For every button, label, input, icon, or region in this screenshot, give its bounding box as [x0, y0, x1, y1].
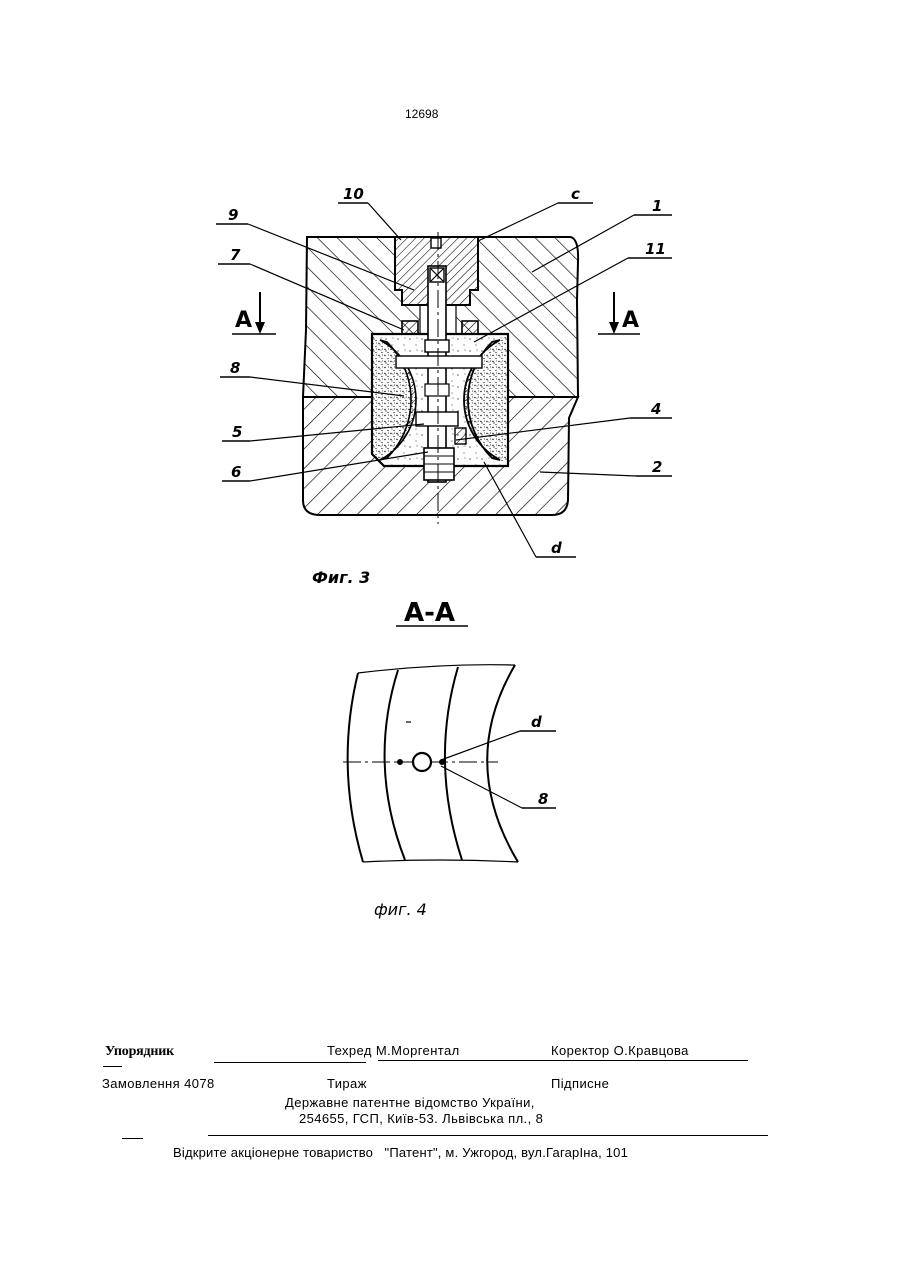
- editor-rule: [378, 1060, 748, 1061]
- rod-segment: [425, 384, 449, 396]
- leader-line: [441, 766, 522, 808]
- rod-hole: [413, 753, 431, 771]
- left-mark-dot: [397, 759, 403, 765]
- office-line-2: 254655, ГСП, Київ-53. Львівська пл., 8: [299, 1112, 543, 1125]
- figure-4: d 8 фиг. 4: [343, 665, 556, 919]
- callout-1: 1: [532, 197, 672, 272]
- right-seal: [462, 321, 478, 334]
- figure-3: A A 10 c 1 9 7: [216, 185, 672, 587]
- callout-8: 8: [441, 766, 556, 808]
- band-inner-right-edge: [487, 665, 518, 862]
- publisher-rule: [208, 1135, 768, 1136]
- band-arc-2: [385, 670, 405, 860]
- callout-label: d: [531, 713, 542, 731]
- compiler-label: Упорядник: [105, 1045, 174, 1059]
- publisher: Відкрите акціонерне товариство "Патент",…: [173, 1146, 628, 1159]
- callout-label: 6: [231, 463, 241, 481]
- publisher-short-rule: [122, 1138, 143, 1139]
- part-4-block: [455, 428, 466, 444]
- callout-label: 2: [652, 458, 662, 476]
- callout-d: d: [441, 713, 556, 760]
- plug-top-socket: [431, 238, 441, 248]
- callout-label: 9: [228, 206, 238, 224]
- leader-line: [441, 731, 520, 760]
- callout-10: 10: [338, 185, 401, 240]
- callout-label: 7: [230, 246, 241, 264]
- callout-label: 8: [538, 790, 548, 808]
- cross-pin: [396, 356, 482, 368]
- order-number: Замовлення 4078: [102, 1077, 215, 1090]
- rod-collar: [425, 340, 449, 352]
- leader-line: [368, 203, 401, 240]
- callout-c: c: [478, 185, 593, 241]
- section-title: A-A: [404, 598, 455, 628]
- callout-label: 5: [232, 423, 242, 441]
- band-top-edge: [358, 665, 515, 673]
- compiler-signature-rule: [214, 1062, 366, 1063]
- section-label-left: A: [235, 308, 252, 333]
- figure-3-caption: Фиг. 3: [312, 568, 370, 587]
- callout-label: 10: [343, 185, 364, 203]
- callout-label: 8: [230, 359, 240, 377]
- callout-label: 4: [650, 400, 661, 418]
- callout-label: 11: [645, 240, 666, 258]
- band-outer-left-edge: [348, 673, 363, 862]
- left-seal: [402, 321, 418, 334]
- section-label-right: A: [622, 308, 639, 333]
- figure-4-caption: фиг. 4: [374, 900, 427, 919]
- callout-label: c: [571, 185, 580, 203]
- circulation: Тираж: [327, 1077, 367, 1090]
- band-arc-3: [445, 667, 462, 860]
- office-line-1: Державне патентне відомство України,: [285, 1096, 535, 1109]
- callout-label: 1: [652, 197, 662, 215]
- callout-label: d: [551, 539, 562, 557]
- proofreader: Коректор О.Кравцова: [551, 1044, 689, 1057]
- section-arrow-right-head: [609, 322, 619, 334]
- compiler-short-rule: [103, 1066, 122, 1067]
- section-arrow-left-head: [255, 322, 265, 334]
- leader-line: [478, 203, 558, 241]
- subscription: Підписне: [551, 1077, 609, 1090]
- band-bottom-edge: [363, 860, 518, 862]
- tech-editor: Техред М.Моргентал: [327, 1044, 460, 1057]
